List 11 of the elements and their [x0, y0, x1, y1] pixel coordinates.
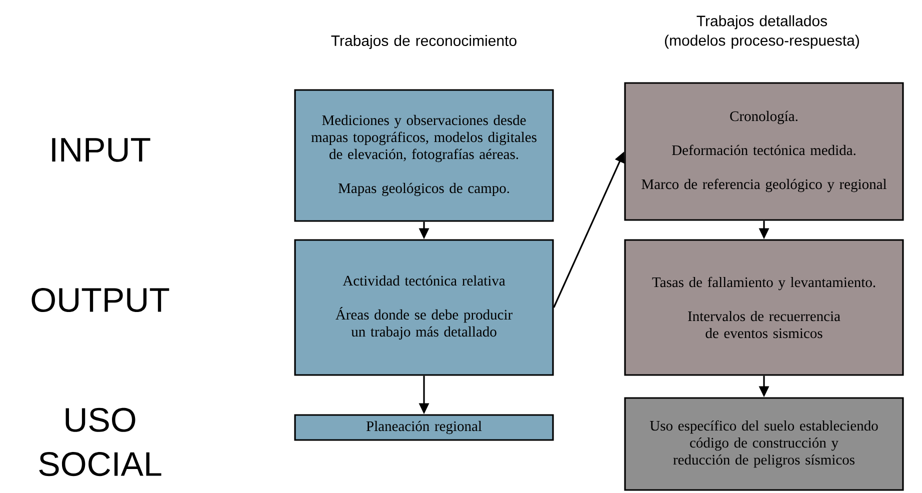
heading: USO SOCIAL	[39, 408, 162, 476]
heading: INPUT	[52, 138, 150, 162]
process-box: Uso específico del suelo estableciendo código de construcción y reducción de peligros sísmicos	[624, 397, 904, 491]
heading: OUTPUT	[32, 288, 170, 312]
process-box: Tasas de fallamiento y levantamiento. Intervalos de recuerrencia de eventos sismicos	[624, 239, 904, 376]
heading: Trabajos detallados (modelos proceso-respuesta)	[664, 15, 859, 49]
process-box: Cronología. Deformación tectónica medida. Marco de referencia geológico y regional	[624, 82, 904, 221]
process-box: Actividad tectónica relativa Áreas donde se debe producir un trabajo más detallado	[294, 239, 554, 376]
heading: Trabajos de reconocimiento	[331, 35, 516, 49]
process-box: Mediciones y observaciones desde mapas topográficos, modelos digitales de elevación, fotografías aéreas. Mapas geológicos de campo.	[294, 89, 554, 222]
process-box: Planeación regional	[294, 414, 554, 441]
